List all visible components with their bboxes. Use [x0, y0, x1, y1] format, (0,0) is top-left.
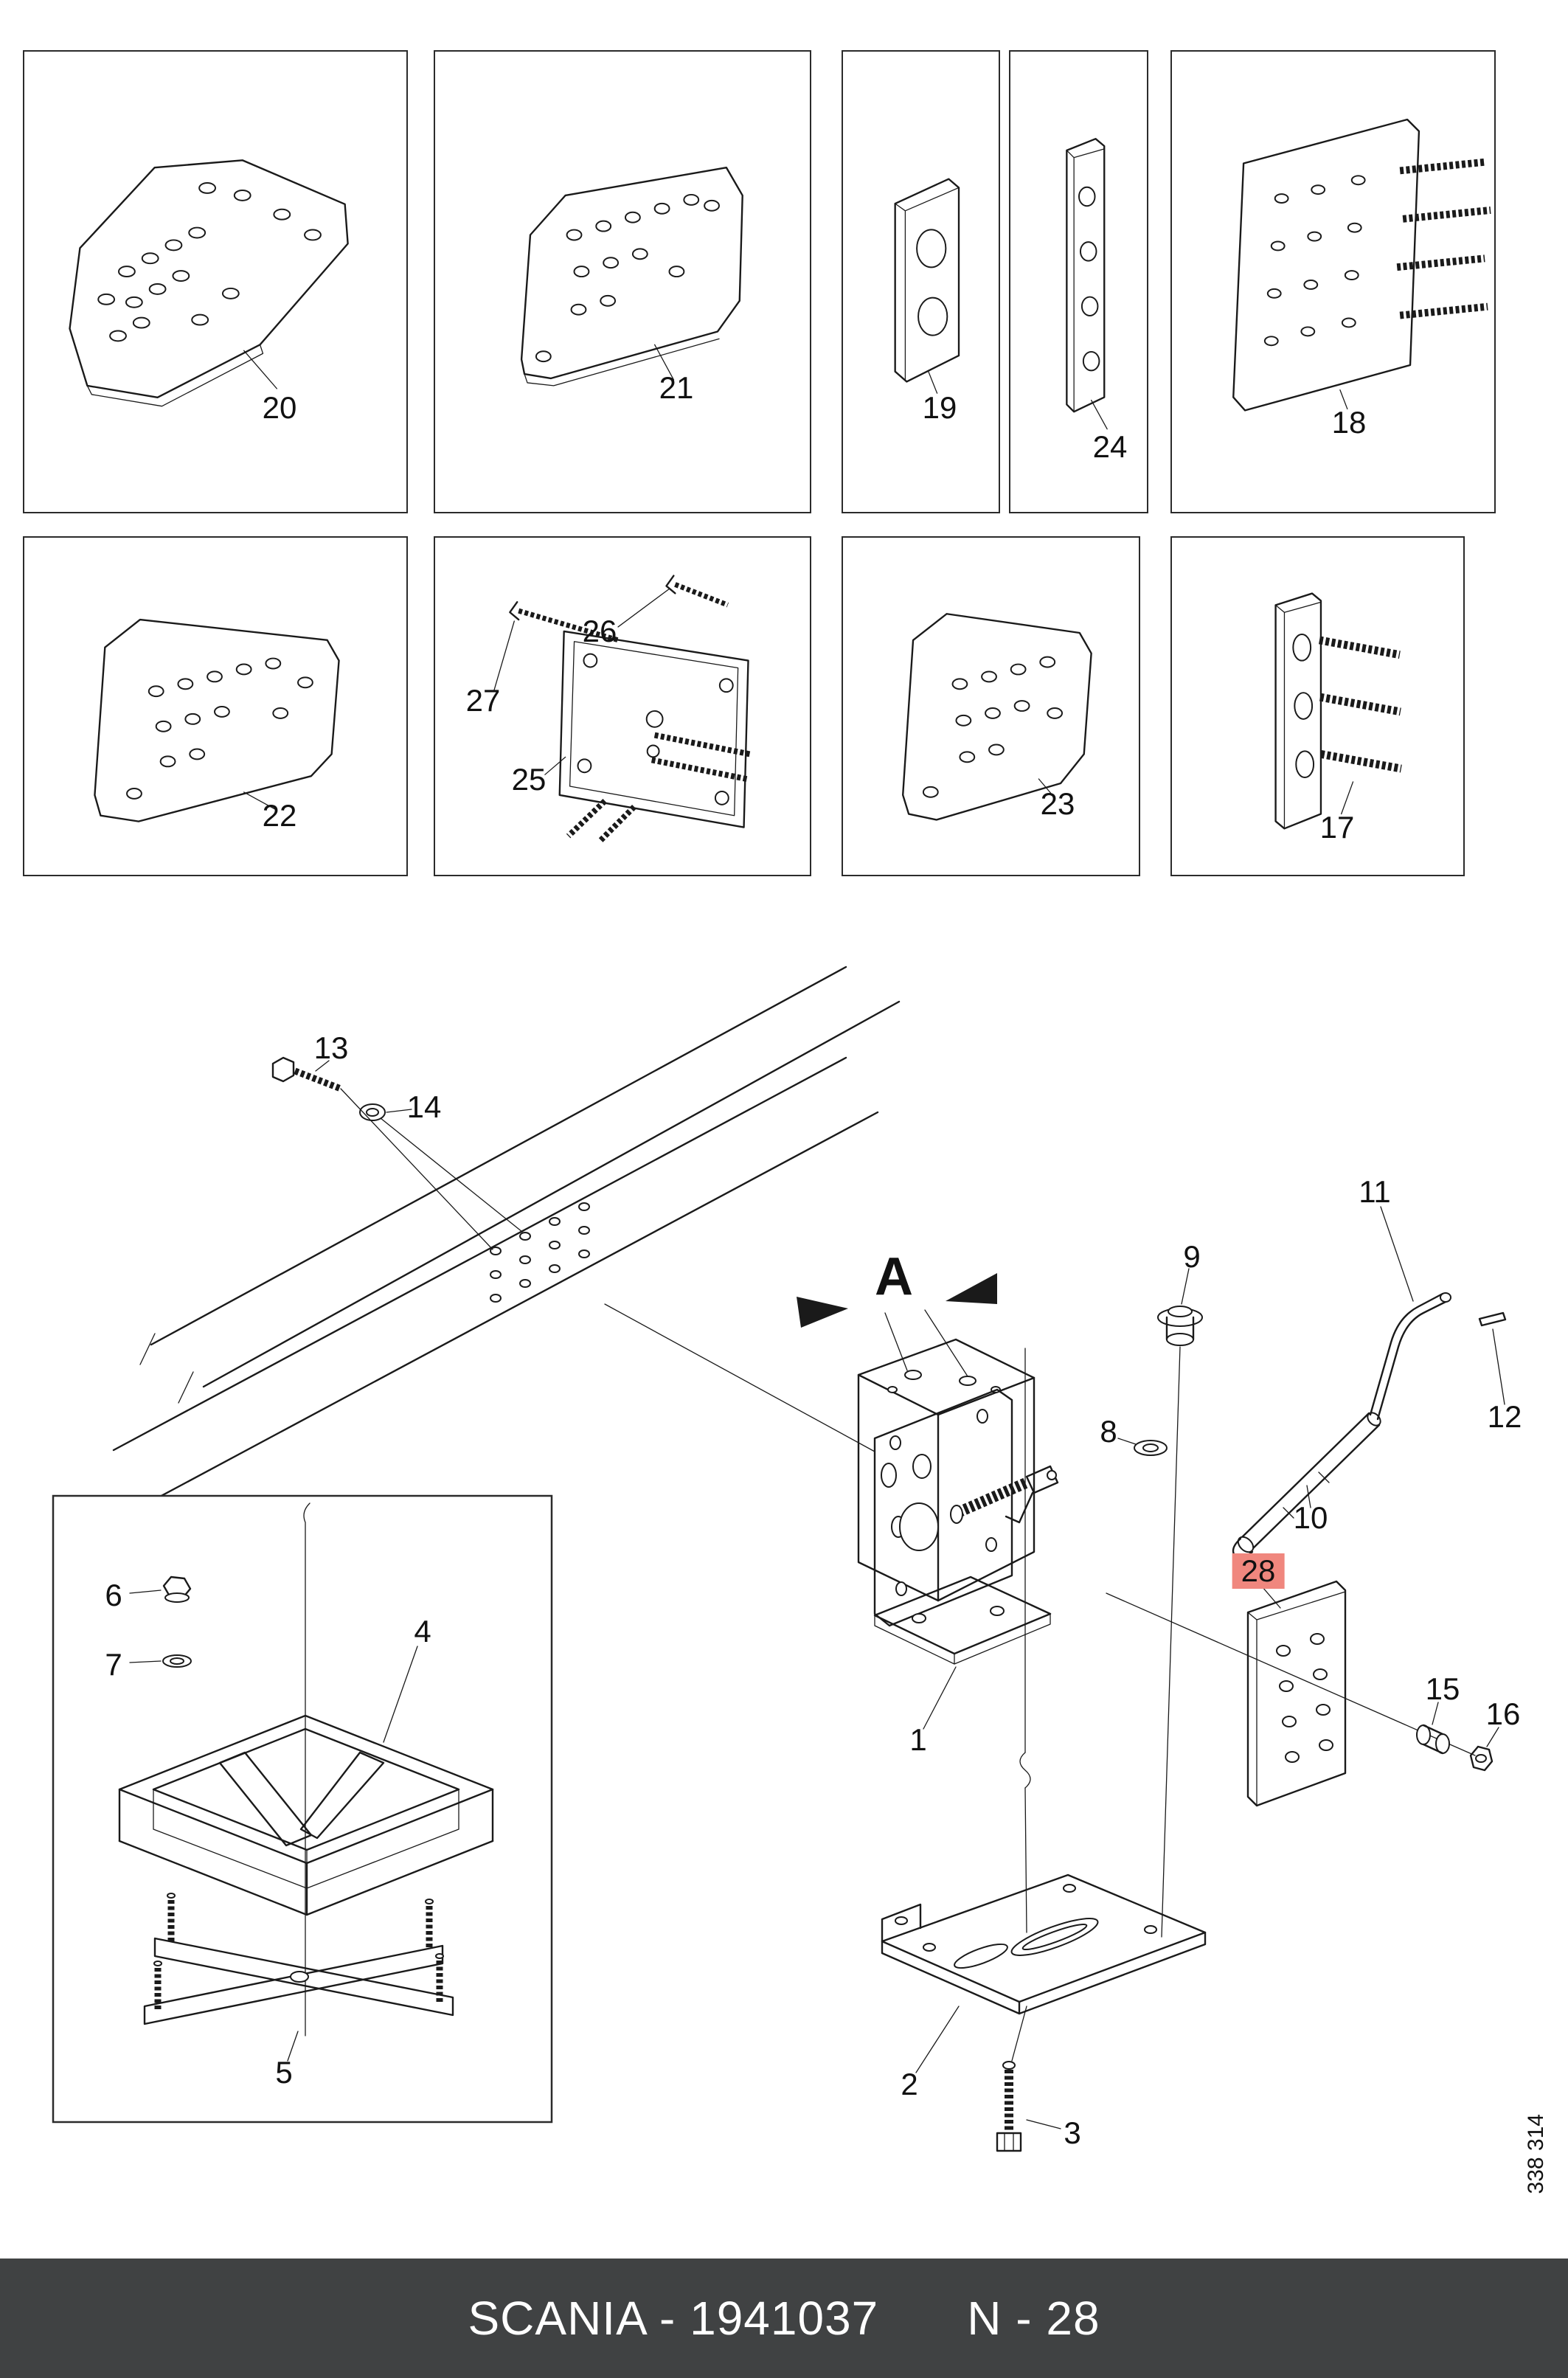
- bracket-assembly-1: [857, 1338, 1059, 1730]
- frame-rails: [112, 966, 901, 1505]
- panel-part-25-26-27: [434, 536, 811, 876]
- panel-part-20: [23, 50, 408, 513]
- part-22-drawing: [94, 618, 340, 822]
- callout-14: 14: [406, 1089, 442, 1124]
- rail-to-bracket-line: [604, 1303, 875, 1452]
- callout-4: 4: [414, 1614, 431, 1649]
- callout-3: 3: [1064, 2115, 1081, 2150]
- base-plate-2: [881, 1873, 1207, 2073]
- part-17-drawing: [1274, 592, 1402, 830]
- part-19-drawing: [894, 178, 960, 394]
- callout-9: 9: [1183, 1239, 1201, 1274]
- panel-part-18: [1170, 50, 1496, 513]
- crank-handle-10: [1232, 1412, 1381, 1562]
- cross-base-5: [143, 1893, 454, 2062]
- nut-16: [1469, 1727, 1499, 1772]
- footer-part-number: SCANIA - 1941037: [468, 2292, 879, 2345]
- callout-27: 27: [465, 683, 501, 718]
- rod-11: [1369, 1206, 1451, 1421]
- callout-20: 20: [262, 390, 297, 425]
- callout-12: 12: [1487, 1399, 1522, 1434]
- center-screw-axis: [1019, 1348, 1031, 1933]
- panel-part-19: [842, 50, 1000, 513]
- box-bracket-4: [118, 1646, 494, 1916]
- part-24-drawing: [1066, 138, 1108, 430]
- callout-22: 22: [262, 798, 297, 833]
- callout-8: 8: [1100, 1414, 1117, 1449]
- section-a-arrows: [797, 1273, 997, 1377]
- callout-23: 23: [1040, 786, 1075, 821]
- callout-16: 16: [1485, 1696, 1521, 1731]
- section-a-label: A: [875, 1247, 913, 1306]
- bolt-13: [271, 1056, 342, 1092]
- drawing-number: 338 314: [1524, 2114, 1548, 2194]
- panel-part-21: [434, 50, 811, 513]
- callout-28-highlighted: 28: [1232, 1553, 1285, 1589]
- nut-6: [129, 1575, 192, 1603]
- footer-page-ref: N - 28: [967, 2292, 1100, 2345]
- callout-21: 21: [659, 370, 694, 405]
- callout-5: 5: [275, 2055, 293, 2090]
- callout-6: 6: [105, 1578, 122, 1612]
- callout-10: 10: [1293, 1500, 1328, 1535]
- inset-box: [52, 1494, 553, 2124]
- part-21-drawing: [520, 167, 743, 386]
- part-23-drawing: [902, 613, 1092, 821]
- callout-2: 2: [901, 2067, 918, 2101]
- washer-7: [129, 1654, 192, 1668]
- bushing-9: [1157, 1268, 1203, 1346]
- callout-13: 13: [313, 1030, 349, 1065]
- inset-axis-rod: [303, 1502, 311, 2036]
- panel-part-22: [23, 536, 408, 876]
- axis-line-right: [1161, 1346, 1181, 1938]
- panel-part-17: [1170, 536, 1465, 876]
- callout-11: 11: [1359, 1174, 1391, 1209]
- callout-24: 24: [1092, 429, 1128, 464]
- part-18-drawing: [1232, 118, 1491, 412]
- panel-part-23: [842, 536, 1140, 876]
- alignment-line-15-16: [1106, 1592, 1476, 1756]
- panel-part-24: [1009, 50, 1148, 513]
- part-25-drawing: [493, 575, 751, 845]
- pin-12: [1478, 1311, 1507, 1405]
- callout-25: 25: [511, 762, 547, 797]
- spacer-15: [1416, 1702, 1450, 1755]
- washer-8: [1117, 1438, 1168, 1456]
- callout-7: 7: [105, 1647, 122, 1682]
- callout-26: 26: [582, 614, 617, 648]
- callout-18: 18: [1331, 405, 1367, 440]
- bolt-3: [996, 2006, 1061, 2152]
- washer-14: [340, 1088, 523, 1250]
- exploded-assembly-drawing: [52, 966, 1507, 2152]
- part-20-drawing: [69, 159, 349, 407]
- callout-19: 19: [922, 390, 957, 425]
- plate-28: [1246, 1580, 1347, 1807]
- callout-15: 15: [1425, 1671, 1460, 1706]
- callout-17: 17: [1319, 810, 1355, 845]
- callout-1: 1: [909, 1722, 927, 1757]
- footer-bar: SCANIA - 1941037 N - 28: [0, 2259, 1568, 2378]
